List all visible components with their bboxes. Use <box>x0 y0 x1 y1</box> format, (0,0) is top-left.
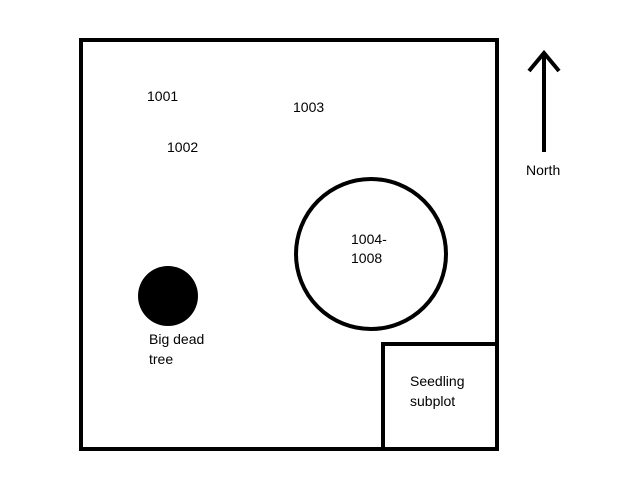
dead-tree-label-line1: Big dead <box>149 331 205 347</box>
north-arrow-icon <box>527 49 561 152</box>
dead-tree-marker-icon <box>138 266 198 326</box>
subplot-circle <box>294 177 448 331</box>
tree-label-1002: 1002 <box>167 139 199 155</box>
seedling-label-line2: subplot <box>410 393 456 409</box>
tree-label-1003: 1003 <box>293 99 325 115</box>
north-label: North <box>526 162 561 178</box>
seedling-label-line1: Seedling <box>410 373 465 389</box>
seedling-subplot-box <box>381 342 499 451</box>
plot-boundary <box>79 38 499 451</box>
circle-label-line1: 1004- <box>351 231 387 247</box>
dead-tree-label-line2: tree <box>149 351 174 367</box>
circle-label-line2: 1008 <box>351 250 383 266</box>
tree-label-1001: 1001 <box>147 88 179 104</box>
